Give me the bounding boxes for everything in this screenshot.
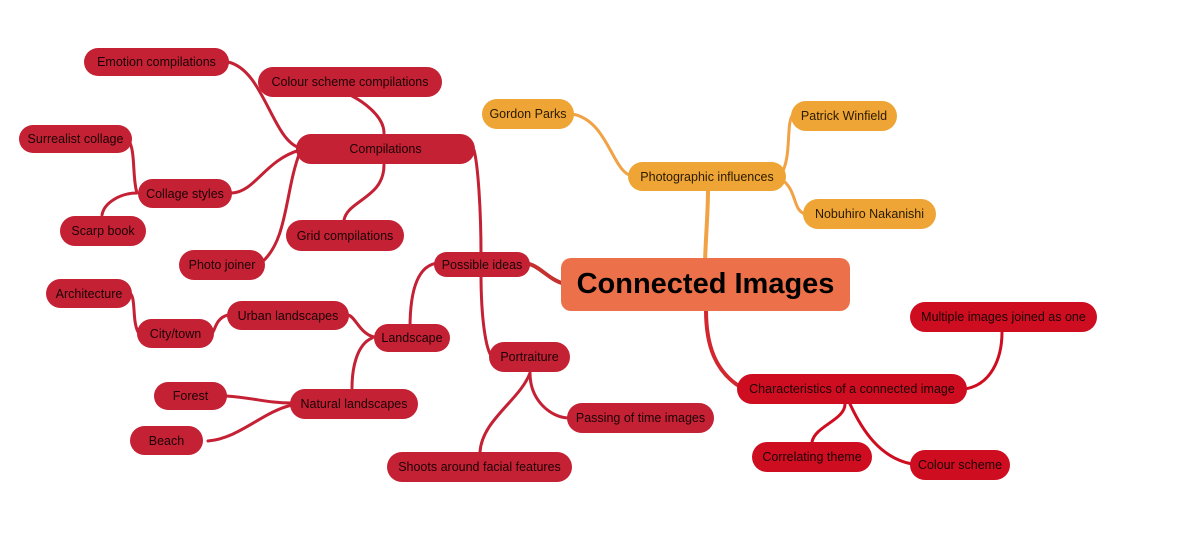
topic-patrick-winfield[interactable]: Patrick Winfield bbox=[791, 101, 897, 131]
connector-compilations-colour bbox=[350, 94, 386, 135]
connector-possible-compilations bbox=[472, 148, 483, 256]
connector-compilations-collage bbox=[230, 148, 302, 195]
connector-possible-portraiture bbox=[479, 271, 494, 359]
connector-collage-scrapbook bbox=[100, 191, 139, 217]
connector-portraiture-passing bbox=[528, 371, 570, 420]
topic-forest[interactable]: Forest bbox=[154, 382, 227, 410]
topic-photographic-influences[interactable]: Photographic influences bbox=[628, 162, 786, 191]
topic-grid-compilations[interactable]: Grid compilations bbox=[286, 220, 404, 251]
connector-natural-beach bbox=[206, 403, 294, 443]
topic-scrapbook[interactable]: Scarp book bbox=[60, 216, 146, 246]
topic-possible-ideas[interactable]: Possible ideas bbox=[434, 252, 530, 277]
topic-city-town[interactable]: City/town bbox=[137, 319, 214, 348]
topic-photo-joiner[interactable]: Photo joiner bbox=[179, 250, 265, 280]
connector-influences-gordon bbox=[570, 112, 634, 178]
topic-beach[interactable]: Beach bbox=[130, 426, 203, 455]
connector-landscape-urban bbox=[346, 313, 376, 339]
topic-landscape[interactable]: Landscape bbox=[374, 324, 450, 352]
topic-collage-styles[interactable]: Collage styles bbox=[138, 179, 232, 208]
topic-urban-landscapes[interactable]: Urban landscapes bbox=[227, 301, 349, 330]
topic-compilations[interactable]: Compilations bbox=[296, 134, 475, 164]
topic-characteristics[interactable]: Characteristics of a connected image bbox=[737, 374, 967, 404]
connector-urban-city bbox=[210, 313, 230, 335]
topic-gordon-parks[interactable]: Gordon Parks bbox=[482, 99, 574, 129]
topic-passing-of-time-images[interactable]: Passing of time images bbox=[567, 403, 714, 433]
connector-compilations-emotion bbox=[226, 60, 302, 150]
connector-root-influences bbox=[703, 188, 710, 264]
connector-natural-forest bbox=[224, 394, 294, 405]
topic-nobuhiro-nakanishi[interactable]: Nobuhiro Nakanishi bbox=[803, 199, 936, 229]
topic-surrealist-collage[interactable]: Surrealist collage bbox=[19, 125, 132, 153]
connector-characteristics-multiple bbox=[963, 330, 1004, 391]
topic-colour-scheme-compilations[interactable]: Colour scheme compilations bbox=[258, 67, 442, 97]
connector-compilations-grid bbox=[342, 163, 386, 222]
topic-emotion-compilations[interactable]: Emotion compilations bbox=[84, 48, 229, 76]
topic-portraiture[interactable]: Portraiture bbox=[489, 342, 570, 372]
topic-correlating-theme[interactable]: Correlating theme bbox=[752, 442, 872, 472]
connector-possible-landscape bbox=[408, 261, 440, 330]
connector-root-possible-ideas bbox=[523, 261, 567, 286]
topic-natural-landscapes[interactable]: Natural landscapes bbox=[290, 389, 418, 419]
connector-characteristics-colour bbox=[848, 402, 914, 466]
topic-architecture[interactable]: Architecture bbox=[46, 279, 132, 308]
topic-colour-scheme[interactable]: Colour scheme bbox=[910, 450, 1010, 480]
connector-characteristics-correlating bbox=[810, 402, 847, 444]
central-topic[interactable]: Connected Images bbox=[561, 258, 850, 311]
connector-portraiture-facial bbox=[478, 371, 532, 454]
topic-shoots-around-facial-features[interactable]: Shoots around facial features bbox=[387, 452, 572, 482]
connector-landscape-natural bbox=[350, 336, 374, 390]
connector-compilations-photo-joiner bbox=[260, 150, 302, 264]
connector-city-architecture bbox=[128, 291, 140, 334]
topic-multiple-images-joined[interactable]: Multiple images joined as one bbox=[910, 302, 1097, 332]
connector-root-characteristics bbox=[704, 308, 744, 390]
